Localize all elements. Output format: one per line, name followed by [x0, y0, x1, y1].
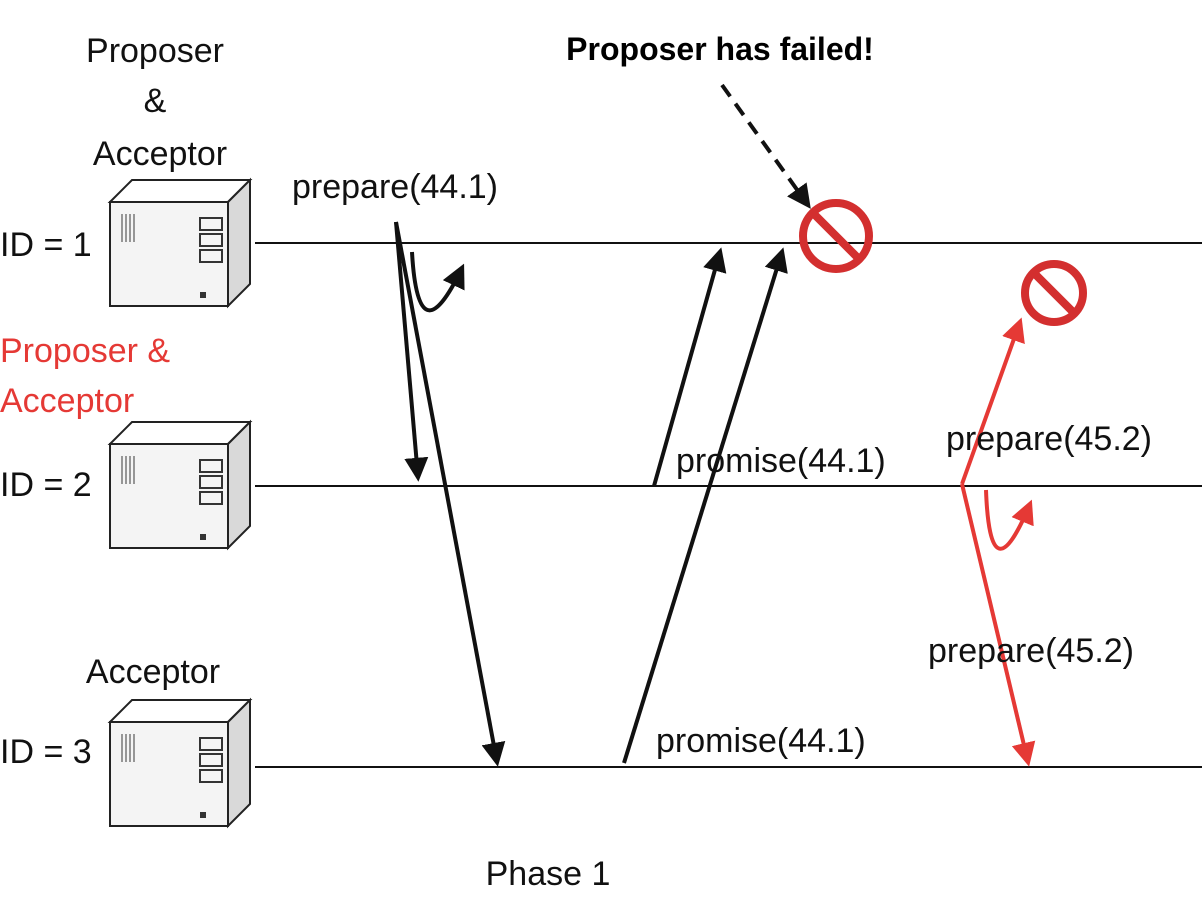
msg-prepare-44-1-label: prepare(44.1): [292, 168, 498, 206]
node-1: Proposer & Acceptor ID = 1: [0, 32, 251, 307]
node-2-role-line-2: Acceptor: [0, 382, 134, 420]
node-1-role-line-1: Proposer: [86, 32, 224, 70]
msg-prepare-45-2-to-1-label: prepare(45.2): [946, 420, 1152, 458]
msg-prepare-45-2-to-3-label: prepare(45.2): [928, 632, 1134, 670]
phase-label: Phase 1: [486, 855, 611, 893]
server-icon: [109, 699, 251, 827]
node-3-id-label: ID = 3: [0, 733, 92, 771]
node-3-role-line-1: Acceptor: [86, 653, 220, 691]
msg-prepare-2-to-3: [960, 483, 1036, 767]
failure-annotation: Proposer has failed!: [566, 31, 874, 67]
failure-pointer-arrow: [720, 83, 811, 209]
msg-prepare-2-to-self: [984, 489, 1034, 551]
node-3: Acceptor ID = 3: [0, 653, 251, 827]
node-1-id-label: ID = 1: [0, 226, 92, 264]
node-2: Proposer & Acceptor ID = 2: [0, 332, 251, 549]
msg-promise-2-to-1: [652, 247, 727, 487]
msg-prepare-1-to-self: [410, 251, 465, 313]
server-icon: [109, 421, 251, 549]
forbidden-icon: [799, 199, 873, 273]
forbidden-icon: [1021, 260, 1087, 326]
msg-prepare-2-to-1: [960, 317, 1025, 485]
node-2-id-label: ID = 2: [0, 466, 92, 504]
server-icon: [109, 179, 251, 307]
node-1-role-line-2: &: [144, 82, 167, 120]
msg-promise-from-3-label: promise(44.1): [656, 722, 866, 760]
msg-promise-3-to-1: [622, 247, 788, 764]
node-2-role-line-1: Proposer &: [0, 332, 170, 370]
msg-promise-from-2-label: promise(44.1): [676, 442, 886, 480]
msg-prepare-1-to-3: [394, 221, 506, 767]
msg-prepare-1-to-2: [394, 221, 429, 482]
node-1-role-line-3: Acceptor: [93, 135, 227, 173]
